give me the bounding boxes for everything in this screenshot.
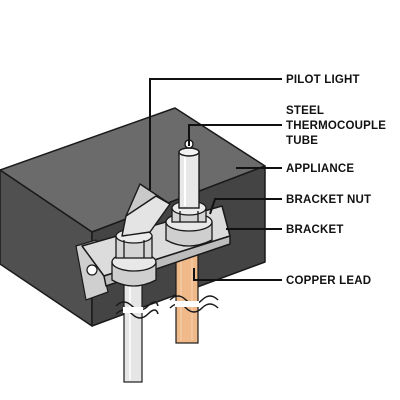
- bracket-plate: [75, 239, 109, 301]
- leader-pilot-light: [149, 78, 282, 190]
- label-bracket-nut: BRACKET NUT: [286, 194, 371, 206]
- bracket-nut: [165, 200, 213, 247]
- labels: PILOT LIGHT STEEL THERMOCOUPLE TUBE APPL…: [286, 74, 386, 287]
- label-thermocouple-line2: THERMOCOUPLE: [286, 120, 386, 132]
- pilot-nut: [111, 228, 157, 287]
- label-copper-lead: COPPER LEAD: [286, 275, 371, 287]
- pilot-hood: [121, 183, 171, 237]
- label-bracket: BRACKET: [286, 224, 344, 236]
- leader-lines: [149, 78, 282, 281]
- pilot-tube: [115, 269, 159, 383]
- leader-thermocouple: [188, 124, 282, 146]
- label-thermocouple-line1: STEEL: [286, 105, 324, 117]
- label-thermocouple-line3: TUBE: [286, 135, 318, 147]
- label-appliance: APPLIANCE: [286, 163, 354, 175]
- leader-bracket-nut: [209, 198, 282, 215]
- label-pilot-light: PILOT LIGHT: [286, 74, 360, 86]
- thermocouple-tube: [178, 139, 200, 209]
- leader-copper-lead: [193, 268, 282, 281]
